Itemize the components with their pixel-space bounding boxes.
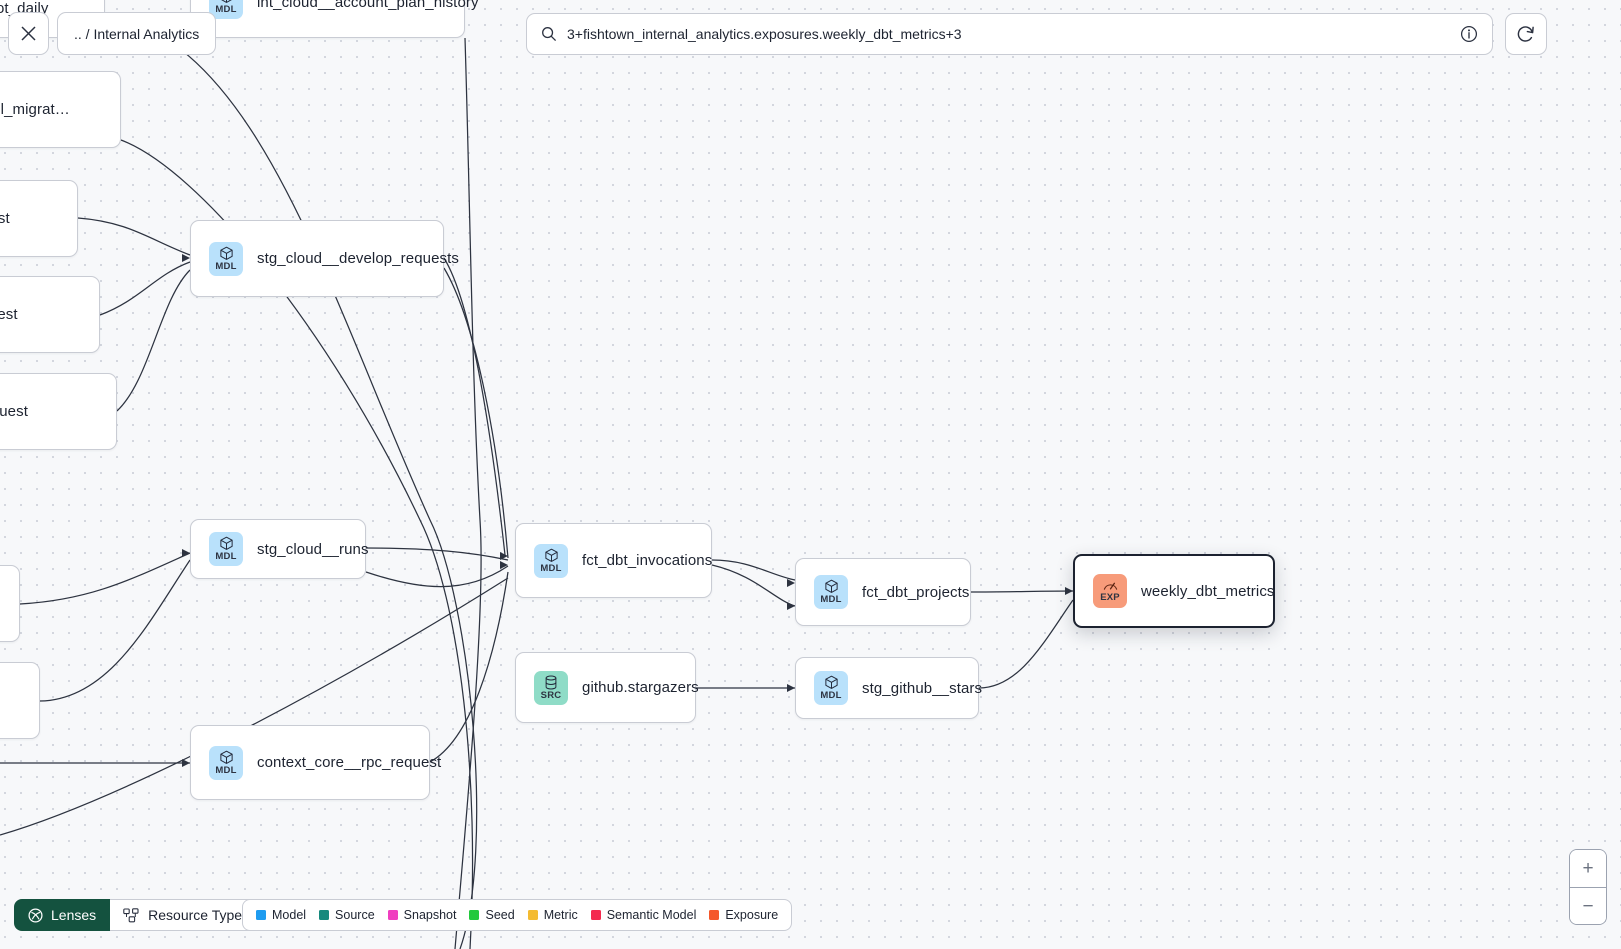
node-type-tag: SRC	[540, 689, 562, 701]
legend-label: Snapshot	[403, 908, 457, 922]
graph-node[interactable]: MDL stg_cloud__runs	[190, 519, 369, 579]
node-type-tag: EXP	[1100, 592, 1120, 603]
node-label: context_core__rpc_request	[257, 754, 442, 771]
graph-node[interactable]: MDL…_develop_request	[0, 373, 117, 450]
node-label: fct_dbt_projects	[862, 583, 970, 601]
graph-node[interactable]: MDL int_cloud__account_plan_history	[190, 0, 478, 38]
node-label: stg_cloud__runs	[257, 540, 369, 558]
node-label: fct_dbt_invocations	[582, 552, 713, 569]
legend-swatch	[590, 910, 601, 920]
legend-item[interactable]: Seed	[469, 908, 515, 922]
cube-icon: MDL	[209, 745, 243, 780]
refresh-button[interactable]	[1505, 13, 1547, 55]
graph-node[interactable]: MDL….run	[0, 662, 40, 739]
search-icon	[541, 26, 557, 42]
node-label: …velop_request	[0, 306, 18, 323]
lens-icon	[28, 907, 43, 923]
zoom-controls: + −	[1569, 849, 1607, 925]
legend-item[interactable]: Metric	[527, 908, 578, 922]
lenses-button[interactable]: Lenses	[14, 899, 111, 931]
legend-swatch	[469, 910, 480, 920]
legend-label: Source	[335, 908, 375, 922]
graph-node[interactable]: MDL context_core__rpc_request	[190, 725, 441, 800]
graph-node[interactable]: SRC github.stargazers	[515, 652, 699, 723]
cube-icon: MDL	[814, 575, 848, 609]
gauge-icon: EXP	[1093, 574, 1127, 608]
graph-node[interactable]: MDL…velop_request	[0, 276, 100, 353]
node-type-tag: MDL	[215, 764, 237, 776]
node-type-tag: MDL	[215, 4, 237, 15]
cube-icon: MDL	[814, 671, 848, 705]
node-label: stg_cloud__develop_requests	[257, 250, 460, 267]
legend-label: Exposure	[725, 908, 779, 922]
node-type-tag: MDL	[540, 562, 562, 574]
graph-node[interactable]: MDL fct_dbt_projects	[795, 558, 971, 626]
graph-node[interactable]: MDL stg_github__stars	[795, 657, 983, 719]
graph-node[interactable]: MDL…p_request	[0, 180, 78, 257]
legend-item[interactable]: Snapshot	[387, 908, 457, 922]
close-button[interactable]	[8, 12, 49, 55]
legend-swatch	[387, 910, 398, 920]
zoom-out-button[interactable]: −	[1570, 887, 1606, 924]
legend-swatch	[256, 910, 266, 920]
zoom-in-button[interactable]: +	[1570, 850, 1606, 887]
resource-type-label: Resource Type	[148, 907, 243, 923]
cube-icon: MDL	[209, 241, 243, 276]
refresh-icon	[1517, 26, 1534, 42]
cube-icon: MDL	[209, 532, 243, 566]
legend-label: Model	[272, 908, 307, 922]
node-label: multicell_migrat…	[0, 101, 70, 118]
node-label: …_develop_request	[0, 403, 28, 420]
cube-icon: MDL	[209, 0, 243, 19]
info-icon[interactable]	[1460, 25, 1478, 43]
node-type-tag: MDL	[215, 260, 237, 272]
bottom-toolbar: Lenses Resource Type	[14, 899, 278, 931]
search-bar[interactable]	[526, 13, 1493, 55]
breadcrumb-label: .. / Internal Analytics	[74, 25, 200, 42]
lenses-label: Lenses	[51, 907, 97, 923]
search-input[interactable]	[567, 26, 1460, 42]
legend-label: Semantic Model	[606, 908, 697, 922]
node-label: int_cloud__account_plan_history	[257, 0, 479, 11]
resource-type-legend: Model Source Snapshot Seed Metric Semantic Mo…	[242, 899, 793, 931]
graph-node[interactable]: MDL fct_dbt_invocations	[515, 523, 712, 598]
legend-item[interactable]: Model	[256, 908, 306, 922]
legend-item[interactable]: Semantic Model	[590, 908, 697, 922]
database-icon: SRC	[534, 670, 568, 705]
legend-swatch	[709, 910, 720, 920]
legend-item[interactable]: Exposure	[709, 908, 778, 922]
node-label: …p_request	[0, 210, 10, 227]
node-label: github.stargazers	[582, 679, 699, 696]
breadcrumb[interactable]: .. / Internal Analytics	[57, 12, 217, 55]
node-type-tag: MDL	[820, 594, 842, 605]
node-label: weekly_dbt_metrics	[1141, 582, 1275, 600]
node-label: stg_github__stars	[862, 679, 983, 697]
legend-swatch	[527, 910, 538, 920]
resource-type-icon	[123, 907, 139, 922]
node-type-tag: MDL	[215, 551, 237, 562]
legend-label: Metric	[543, 908, 578, 922]
close-icon	[21, 26, 36, 41]
graph-node[interactable]: MDL stg_cloud__develop_requests	[190, 220, 459, 297]
legend-label: Seed	[485, 908, 515, 922]
legend-item[interactable]: Source	[319, 908, 375, 922]
legend-swatch	[319, 910, 330, 920]
cube-icon: MDL	[534, 543, 568, 578]
graph-node[interactable]: EXP weekly_dbt_metrics	[1073, 554, 1275, 628]
graph-node[interactable]: MDL…n	[0, 565, 20, 642]
node-type-tag: MDL	[820, 690, 842, 701]
graph-node[interactable]: MDLmulticell_migrat…	[0, 71, 121, 148]
